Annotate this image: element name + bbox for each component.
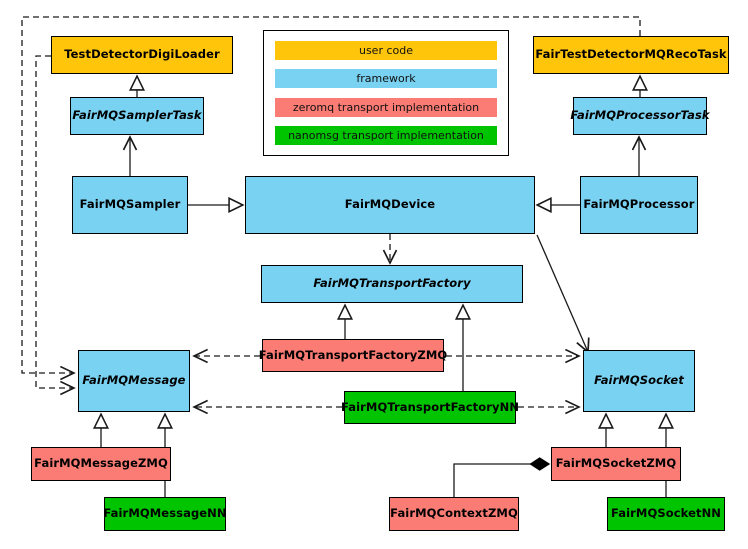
legend-item-user-code: user code bbox=[275, 41, 497, 60]
class-node-FairMQTransportFactoryZMQ[interactable]: FairMQTransportFactoryZMQ bbox=[259, 339, 447, 372]
class-node-FairMQMessage[interactable]: FairMQMessage bbox=[78, 350, 190, 412]
legend-item-framework: framework bbox=[275, 69, 497, 89]
class-node-FairMQMessageNN[interactable]: FairMQMessageNN bbox=[103, 497, 227, 531]
class-node-FairTestDetectorMQRecoTask[interactable]: FairTestDetectorMQRecoTask bbox=[533, 36, 729, 74]
class-node-FairMQTransportFactoryNN[interactable]: FairMQTransportFactoryNN bbox=[341, 391, 519, 424]
edge-digiloader-message bbox=[35, 55, 74, 388]
class-node-FairMQProcessor[interactable]: FairMQProcessor bbox=[580, 176, 698, 234]
edge-recotask-message bbox=[21, 16, 641, 373]
class-node-FairMQSocketZMQ[interactable]: FairMQSocketZMQ bbox=[551, 447, 681, 481]
class-node-FairMQContextZMQ[interactable]: FairMQContextZMQ bbox=[389, 497, 519, 531]
class-node-TestDetectorDigiLoader[interactable]: TestDetectorDigiLoader bbox=[51, 36, 233, 74]
class-node-FairMQSampler[interactable]: FairMQSampler bbox=[72, 176, 188, 234]
legend-item-nanomsg: nanomsg transport implementation bbox=[275, 125, 497, 145]
edge-socketzmq-contextzmq bbox=[453, 464, 549, 497]
class-node-FairMQSocketNN[interactable]: FairMQSocketNN bbox=[607, 497, 725, 531]
class-node-FairMQProcessorTask[interactable]: FairMQProcessorTask bbox=[570, 97, 710, 135]
legend-item-zeromq: zeromq transport implementation bbox=[275, 97, 497, 117]
class-node-FairMQTransportFactory[interactable]: FairMQTransportFactory bbox=[261, 265, 523, 303]
legend-panel: user code framework zeromq transport imp… bbox=[263, 30, 509, 156]
edge-device-socket bbox=[536, 234, 588, 352]
class-node-FairMQSocket[interactable]: FairMQSocket bbox=[583, 350, 695, 412]
class-node-FairMQDevice[interactable]: FairMQDevice bbox=[245, 176, 535, 234]
class-node-FairMQSamplerTask[interactable]: FairMQSamplerTask bbox=[70, 97, 204, 135]
class-node-FairMQMessageZMQ[interactable]: FairMQMessageZMQ bbox=[31, 447, 171, 481]
